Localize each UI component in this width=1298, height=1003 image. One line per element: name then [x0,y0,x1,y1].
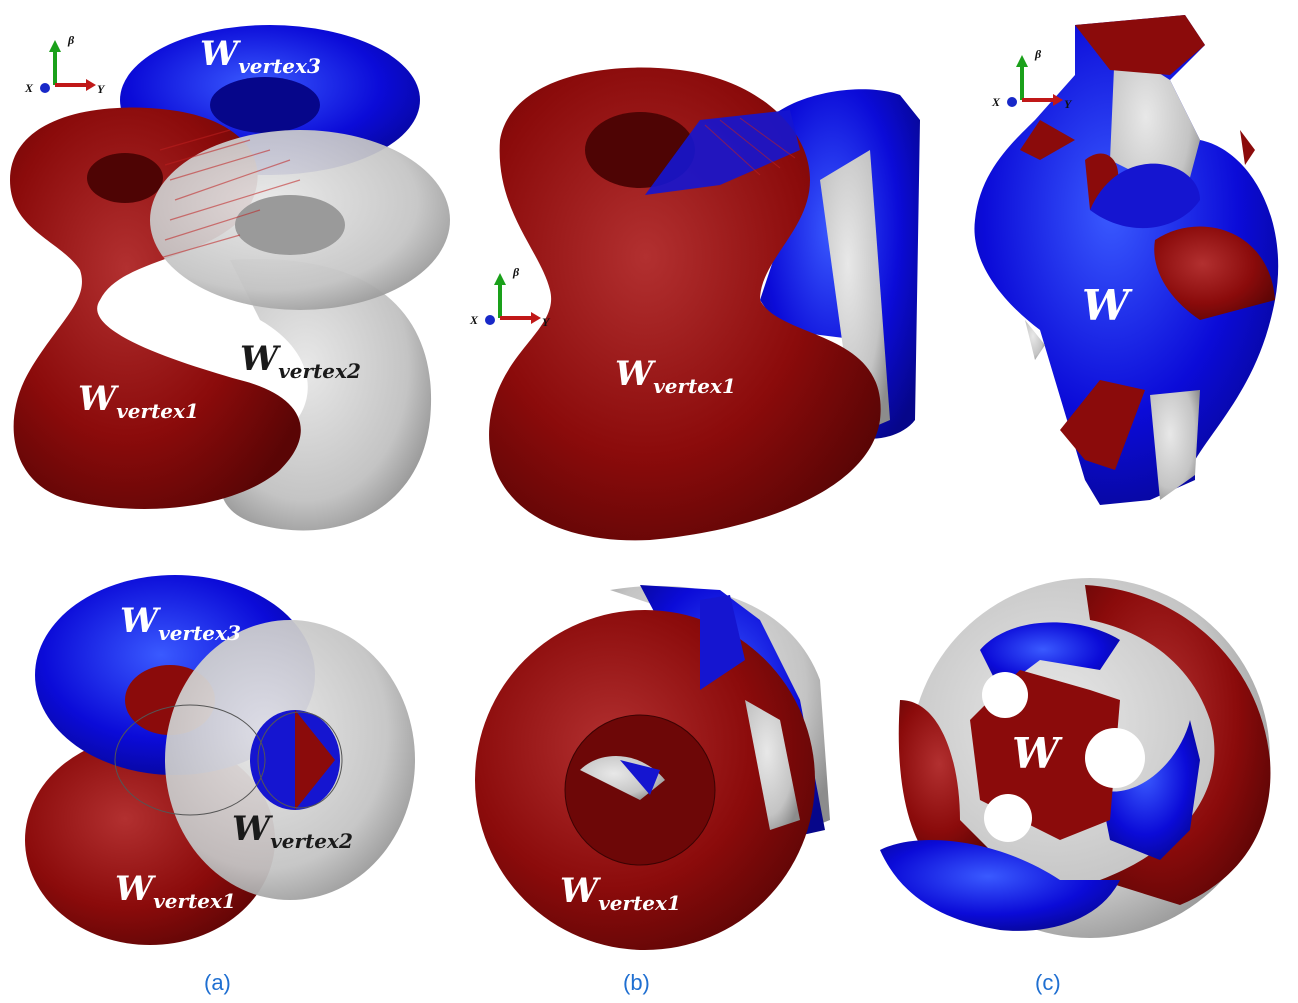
axis-beta-label: β [67,33,75,47]
overlap-region-a [159,129,301,259]
label-w: W [1012,729,1063,778]
hole-circle [1085,728,1145,788]
label-w-vertex2: Wvertex2 [232,809,353,853]
label-w-vertex3: Wvertex3 [200,34,321,78]
label-w: W [1082,281,1133,330]
axis-triad-b: β X Y [469,265,551,329]
label-w-vertex1: Wvertex1 [615,354,736,398]
label-w-vertex1: Wvertex1 [115,869,236,913]
panel-c-bottom: W [880,578,1271,938]
axis-y-label: Y [1064,97,1073,111]
panel-a-top: β X Y Wvertex3 Wvertex2 Wvertex1 [10,25,450,531]
panel-c-top: β X Y W [974,15,1279,505]
label-w-vertex1: Wvertex1 [78,379,199,423]
blue-inset-b [645,110,800,195]
axis-x-label: X [469,313,479,327]
w-shape-c [974,15,1279,505]
label-w-vertex2: Wvertex2 [240,339,361,383]
axis-beta-label: β [512,265,520,279]
axis-triad-c: β X Y [991,47,1073,111]
hole-circle [984,794,1032,842]
axis-x-label: X [24,81,34,95]
panel-b-bottom: Wvertex1 [475,585,830,950]
caption-c: (c) [1035,970,1061,995]
axis-x-label: X [991,95,1001,109]
axis-y-label: Y [542,315,551,329]
hole-circle [982,672,1028,718]
axis-y-label: Y [97,82,106,96]
panel-b-top: β X Y Wvertex1 [469,67,920,541]
axis-triad-a: β X Y [24,33,106,96]
gray-torus-shape [150,130,450,310]
axis-beta-label: β [1034,47,1042,61]
label-w-vertex1: Wvertex1 [560,871,681,915]
panel-a-bottom: Wvertex3 Wvertex2 Wvertex1 [25,575,415,945]
caption-b: (b) [623,970,650,995]
label-w-vertex3: Wvertex3 [120,601,241,645]
caption-a: (a) [204,970,231,995]
